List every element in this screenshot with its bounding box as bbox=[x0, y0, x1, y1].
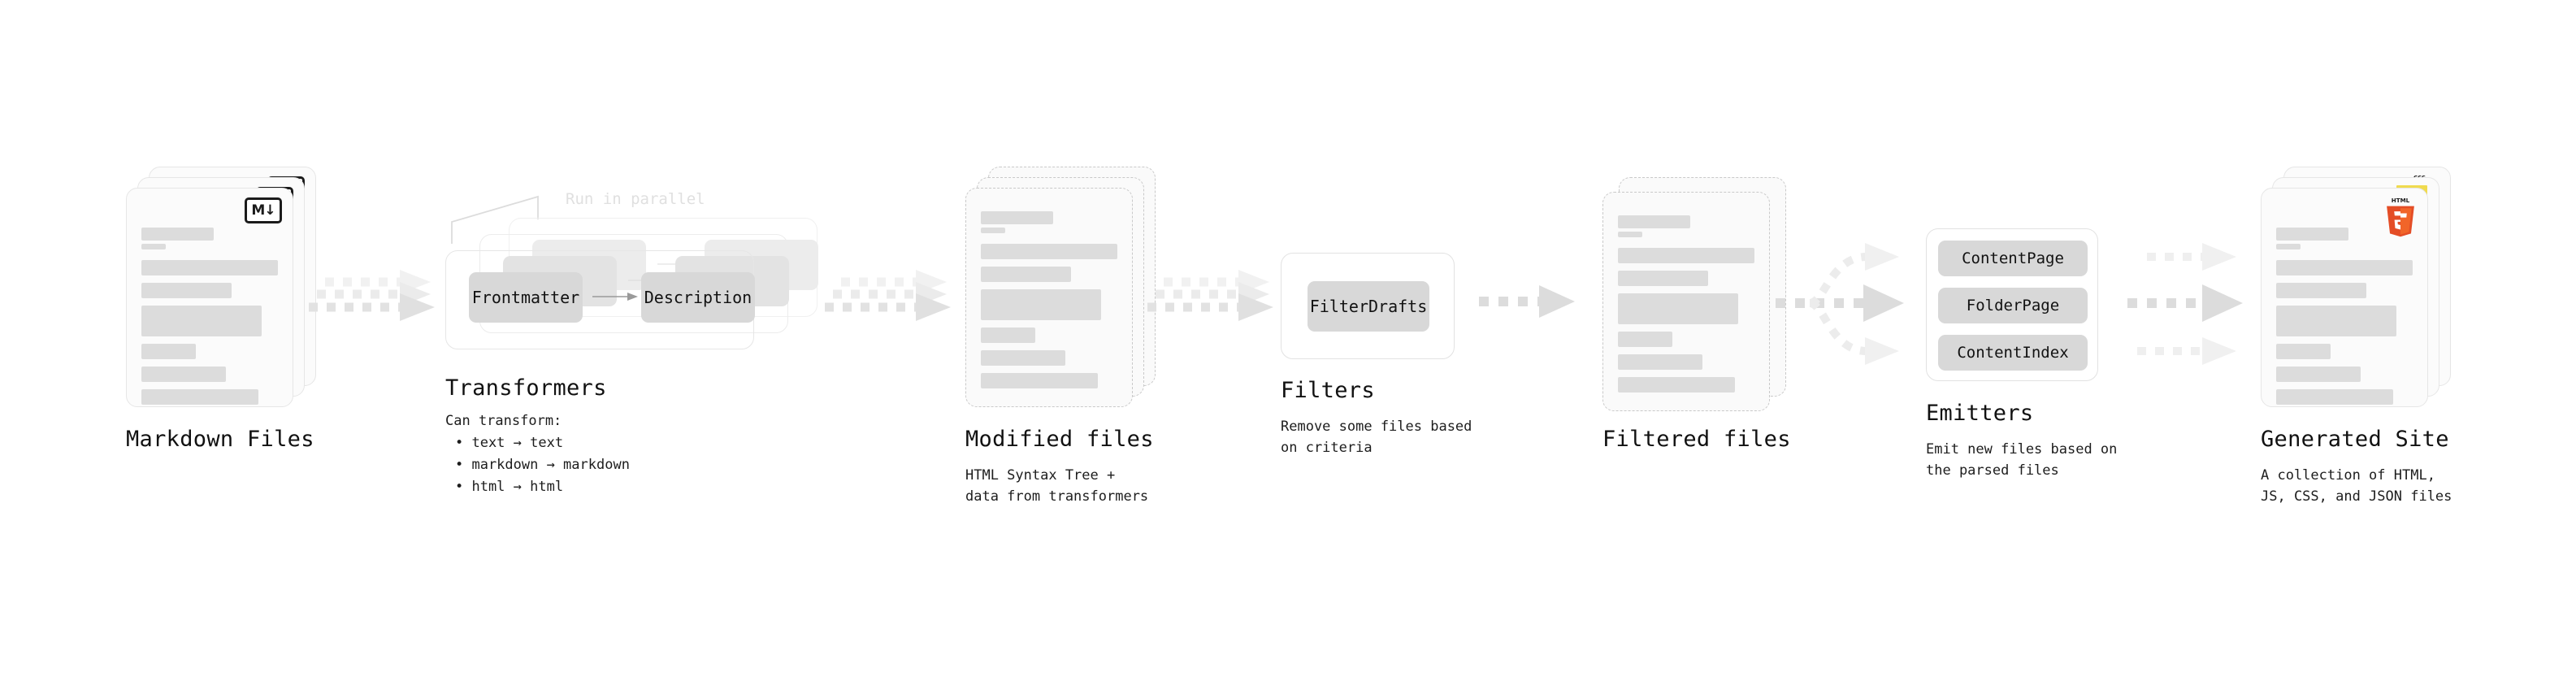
stage-generated-site: CSS HTML bbox=[2261, 167, 2451, 407]
modified-doc-front bbox=[965, 188, 1133, 407]
connector-emitters-to-generated bbox=[2113, 234, 2259, 372]
doc-line bbox=[2276, 367, 2361, 382]
doc-line bbox=[1618, 354, 1703, 370]
stage-markdown-files: M↓ bbox=[126, 167, 316, 407]
connector-modified-to-filters bbox=[1147, 268, 1286, 341]
doc-line bbox=[141, 283, 232, 298]
arrow-triple-parallel-dashed bbox=[2127, 243, 2243, 365]
arrow-triple-dashed bbox=[309, 270, 435, 321]
filtered-file-stack bbox=[1602, 177, 1793, 418]
modified-file-stack bbox=[965, 167, 1156, 407]
doc-line bbox=[981, 289, 1101, 320]
connector-markdown-to-transformers bbox=[309, 268, 447, 341]
caption-filters-sub: Remove some files based on criteria bbox=[1281, 419, 1472, 457]
arrow-triple-dashed bbox=[1147, 270, 1273, 321]
transformer-box-description[interactable]: Description bbox=[641, 272, 755, 323]
caption-modified-files: Modified files bbox=[965, 427, 1154, 452]
filter-box-filterdrafts[interactable]: FilterDrafts bbox=[1308, 281, 1429, 332]
doc-line bbox=[981, 373, 1099, 388]
doc-line bbox=[2276, 389, 2394, 405]
caption-transformers: Transformers bbox=[445, 375, 607, 401]
emitter-box-folderpage[interactable]: FolderPage bbox=[1938, 288, 2088, 323]
doc-line bbox=[1618, 377, 1736, 393]
arrow-triple-dashed bbox=[825, 270, 951, 321]
doc-line bbox=[981, 350, 1066, 366]
doc-line bbox=[2276, 306, 2396, 336]
transformer-arrow-front bbox=[592, 293, 638, 301]
emitter-box-contentpage[interactable]: ContentPage bbox=[1938, 241, 2088, 276]
caption-transformers-bullet-1: • markdown → markdown bbox=[455, 457, 630, 473]
arrow-fanout-dashed bbox=[1776, 243, 1904, 365]
emitters-panel: ContentPage FolderPage ContentIndex bbox=[1926, 228, 2098, 381]
doc-line bbox=[141, 344, 197, 359]
caption-transformers-bullet-2: • html → html bbox=[455, 479, 564, 495]
doc-line bbox=[981, 327, 1036, 343]
generated-doc-lines bbox=[2276, 228, 2413, 412]
doc-line bbox=[141, 228, 215, 241]
generated-file-stack: CSS HTML bbox=[2261, 167, 2451, 407]
stage-filtered-files bbox=[1602, 177, 1793, 418]
caption-filtered-files: Filtered files bbox=[1602, 427, 1791, 452]
doc-line bbox=[141, 389, 259, 405]
transformer-panel-front: Frontmatter Description bbox=[445, 250, 755, 349]
caption-modified-files-sub: HTML Syntax Tree + data from transformer… bbox=[965, 467, 1149, 505]
filtered-doc-lines bbox=[1618, 215, 1754, 400]
doc-line bbox=[141, 306, 262, 336]
doc-line bbox=[2276, 344, 2331, 359]
run-in-parallel-bracket bbox=[451, 195, 539, 244]
caption-generated-site: Generated Site bbox=[2261, 427, 2449, 452]
connector-transformers-to-modified bbox=[825, 268, 963, 341]
doc-line bbox=[2276, 283, 2366, 298]
modified-doc-lines bbox=[981, 211, 1117, 396]
doc-line bbox=[981, 267, 1071, 282]
connector-filters-to-filtered bbox=[1479, 281, 1593, 322]
doc-line bbox=[141, 244, 167, 249]
doc-line bbox=[141, 367, 227, 382]
caption-transformers-sub-head: Can transform: bbox=[445, 413, 562, 429]
generated-doc-front: HTML bbox=[2261, 188, 2428, 407]
caption-filters: Filters bbox=[1281, 378, 1375, 403]
doc-line bbox=[2276, 244, 2301, 249]
html5-icon: HTML bbox=[2383, 197, 2418, 237]
caption-emitters: Emitters bbox=[1926, 401, 2034, 426]
doc-line bbox=[981, 244, 1117, 259]
doc-line bbox=[1618, 248, 1754, 263]
doc-line bbox=[1618, 332, 1673, 347]
doc-line bbox=[981, 228, 1006, 233]
run-in-parallel-label: Run in parallel bbox=[566, 190, 705, 208]
stage-modified-files bbox=[965, 167, 1156, 407]
doc-line bbox=[1618, 232, 1643, 237]
caption-emitters-sub: Emit new files based on the parsed files bbox=[1926, 441, 2118, 479]
transformer-box-frontmatter[interactable]: Frontmatter bbox=[469, 272, 583, 323]
connector-filtered-to-emitters bbox=[1776, 234, 1926, 372]
doc-line bbox=[2276, 260, 2413, 275]
arrow-single-dashed bbox=[1479, 285, 1575, 318]
doc-line bbox=[1618, 293, 1738, 324]
svg-text:HTML: HTML bbox=[2392, 197, 2410, 204]
doc-line bbox=[2276, 228, 2349, 241]
doc-line bbox=[141, 260, 278, 275]
markdown-doc-lines bbox=[141, 228, 278, 412]
markdown-icon: M↓ bbox=[245, 197, 282, 223]
emitter-box-contentindex[interactable]: ContentIndex bbox=[1938, 335, 2088, 371]
filtered-doc-front bbox=[1602, 192, 1770, 411]
markdown-file-stack: M↓ bbox=[126, 167, 316, 407]
doc-line bbox=[1618, 215, 1691, 228]
caption-generated-site-sub: A collection of HTML, JS, CSS, and JSON … bbox=[2261, 467, 2452, 505]
markdown-doc-front: M↓ bbox=[126, 188, 293, 407]
caption-transformers-bullet-0: • text → text bbox=[455, 435, 564, 451]
doc-line bbox=[981, 211, 1054, 224]
caption-markdown-files: Markdown Files bbox=[126, 427, 314, 452]
filters-panel: FilterDrafts bbox=[1281, 253, 1455, 359]
doc-line bbox=[1618, 271, 1708, 286]
